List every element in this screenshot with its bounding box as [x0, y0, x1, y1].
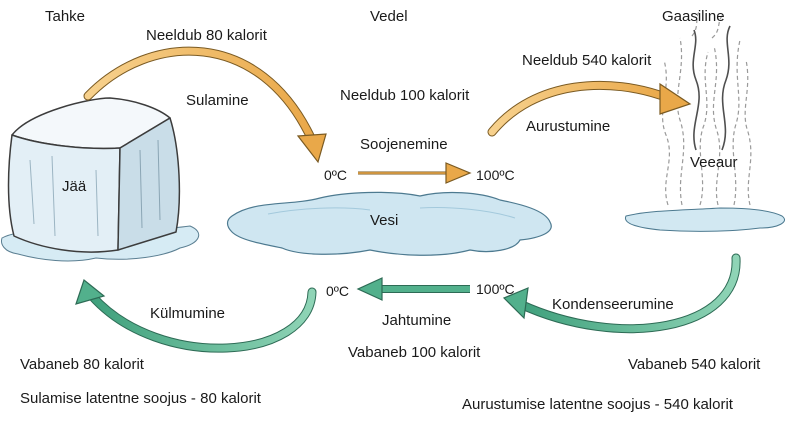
cooling-process-label: Jahtumine: [382, 312, 452, 329]
evaporation-absorbs-label: Neeldub 540 kalorit: [522, 52, 652, 69]
melting-arrow: [83, 46, 327, 164]
cooling-to-temp: 0ºC: [326, 283, 350, 299]
evaporation-process-label: Aurustumine: [526, 118, 611, 135]
melting-latent-heat-label: Sulamise latentne soojus - 80 kalorit: [20, 390, 261, 407]
water-label: Vesi: [370, 212, 399, 229]
steam-wisps: [662, 9, 752, 206]
melting-absorbs-label: Neeldub 80 kalorit: [146, 27, 267, 44]
condensation-arrow: [502, 253, 741, 334]
freezing-process-label: Külmumine: [150, 305, 226, 322]
ice-label: Jää: [62, 178, 87, 195]
freezing-releases-label: Vabaneb 80 kalorit: [20, 356, 144, 373]
heating-process-label: Soojenemine: [360, 136, 448, 153]
evaporation-latent-heat-label: Aurustumise latentne soojus - 540 kalori…: [462, 396, 733, 413]
heating-absorbs-label: Neeldub 100 kalorit: [340, 87, 470, 104]
vapor-label: Veeaur: [690, 154, 738, 171]
header-solid: Tahke: [45, 8, 86, 25]
melting-process-label: Sulamine: [186, 92, 249, 109]
header-gas: Gaasiline: [662, 8, 725, 25]
freezing-arrow: [75, 278, 317, 353]
evaporation-arrow: [487, 80, 692, 137]
heating-to-temp: 100ºC: [476, 167, 515, 183]
heating-from-temp: 0ºC: [324, 167, 348, 183]
cooling-from-temp: 100ºC: [476, 281, 515, 297]
header-liquid: Vedel: [370, 8, 408, 25]
cooling-releases-label: Vabaneb 100 kalorit: [348, 344, 481, 361]
vapor-puddle: [624, 207, 785, 232]
condensation-releases-label: Vabaneb 540 kalorit: [628, 356, 761, 373]
condensation-process-label: Kondenseerumine: [552, 296, 674, 313]
ice-cube: [7, 97, 181, 253]
cooling-arrow: [356, 277, 470, 301]
heating-arrow: [358, 162, 472, 184]
water-puddle: [226, 191, 552, 256]
